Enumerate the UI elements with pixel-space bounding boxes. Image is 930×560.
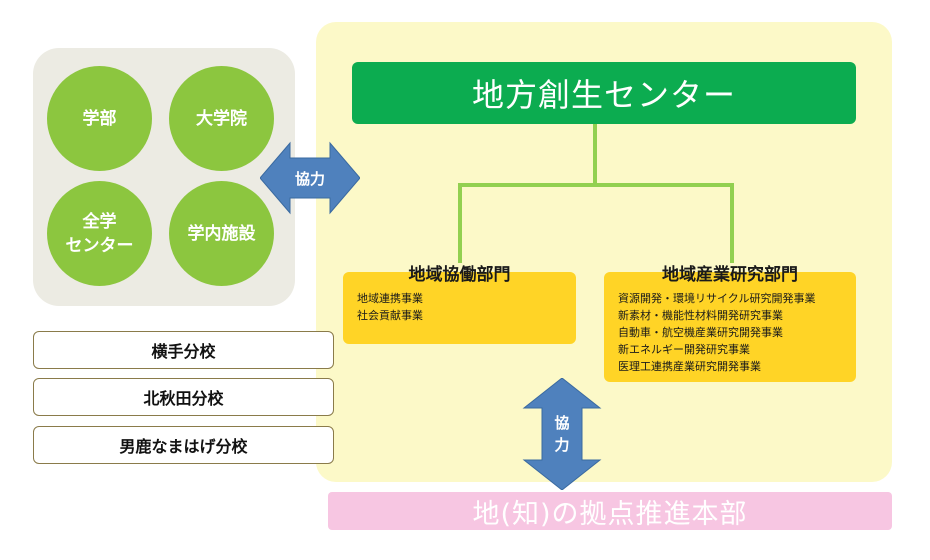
graduate-school-label: 大学院: [196, 108, 247, 129]
dept-title: 地域産業研究部門: [662, 265, 798, 285]
cooperation-label-vertical: 協 力: [554, 414, 570, 454]
facilities-label: 学内施設: [187, 223, 256, 244]
faculties-label: 学部: [82, 108, 117, 129]
connector-horizontal: [458, 183, 734, 187]
dept-item: 資源開発・環境リサイクル研究開発事業: [618, 292, 816, 305]
branch-yokote: 横手分校: [33, 331, 334, 369]
center-title: 地方創生センター: [471, 76, 736, 114]
dept-item: 社会貢献事業: [357, 309, 423, 322]
branch-label: 北秋田分校: [143, 389, 224, 408]
dept-item: 地域連携事業: [357, 292, 423, 305]
cooperation-label-horizontal: 協力: [294, 170, 325, 188]
dept-item: 新素材・機能性材料開発研究事業: [618, 309, 783, 322]
coc-headquarters-bar: 地(知)の拠点推進本部: [328, 492, 892, 530]
dept-item: 医理工連携産業研究開発事業: [618, 360, 761, 373]
cooperation-arrow-vertical: [522, 378, 602, 490]
faculties-circle: 学部: [47, 66, 152, 171]
coc-headquarters-label: 地(知)の拠点推進本部: [472, 498, 748, 530]
graduate-school-circle: 大学院: [169, 66, 274, 171]
branch-kitaakita: 北秋田分校: [33, 378, 334, 416]
dept-regional-industry-research: 地域産業研究部門 資源開発・環境リサイクル研究開発事業 新素材・機能性材料開発研…: [604, 265, 856, 382]
dept-regional-collaboration: 地域協働部門 地域連携事業 社会貢献事業: [343, 265, 576, 344]
dept-item: 自動車・航空機産業研究開発事業: [618, 326, 783, 339]
center-title-box: 地方創生センター: [352, 62, 856, 124]
campus-centers-circle: 全学 センター: [47, 181, 152, 286]
branch-oga: 男鹿なまはげ分校: [33, 426, 334, 464]
branch-label: 横手分校: [151, 342, 216, 361]
connector-vertical: [593, 124, 597, 186]
dept-title: 地域協働部門: [408, 265, 511, 285]
connector-right: [730, 183, 734, 263]
facilities-circle: 学内施設: [169, 181, 274, 286]
connector-left: [458, 183, 462, 263]
dept-item: 新エネルギー開発研究事業: [618, 343, 750, 356]
branch-label: 男鹿なまはげ分校: [119, 437, 248, 456]
campus-centers-label: 全学 センター: [65, 211, 134, 256]
cooperation-arrow-horizontal: [260, 141, 360, 215]
